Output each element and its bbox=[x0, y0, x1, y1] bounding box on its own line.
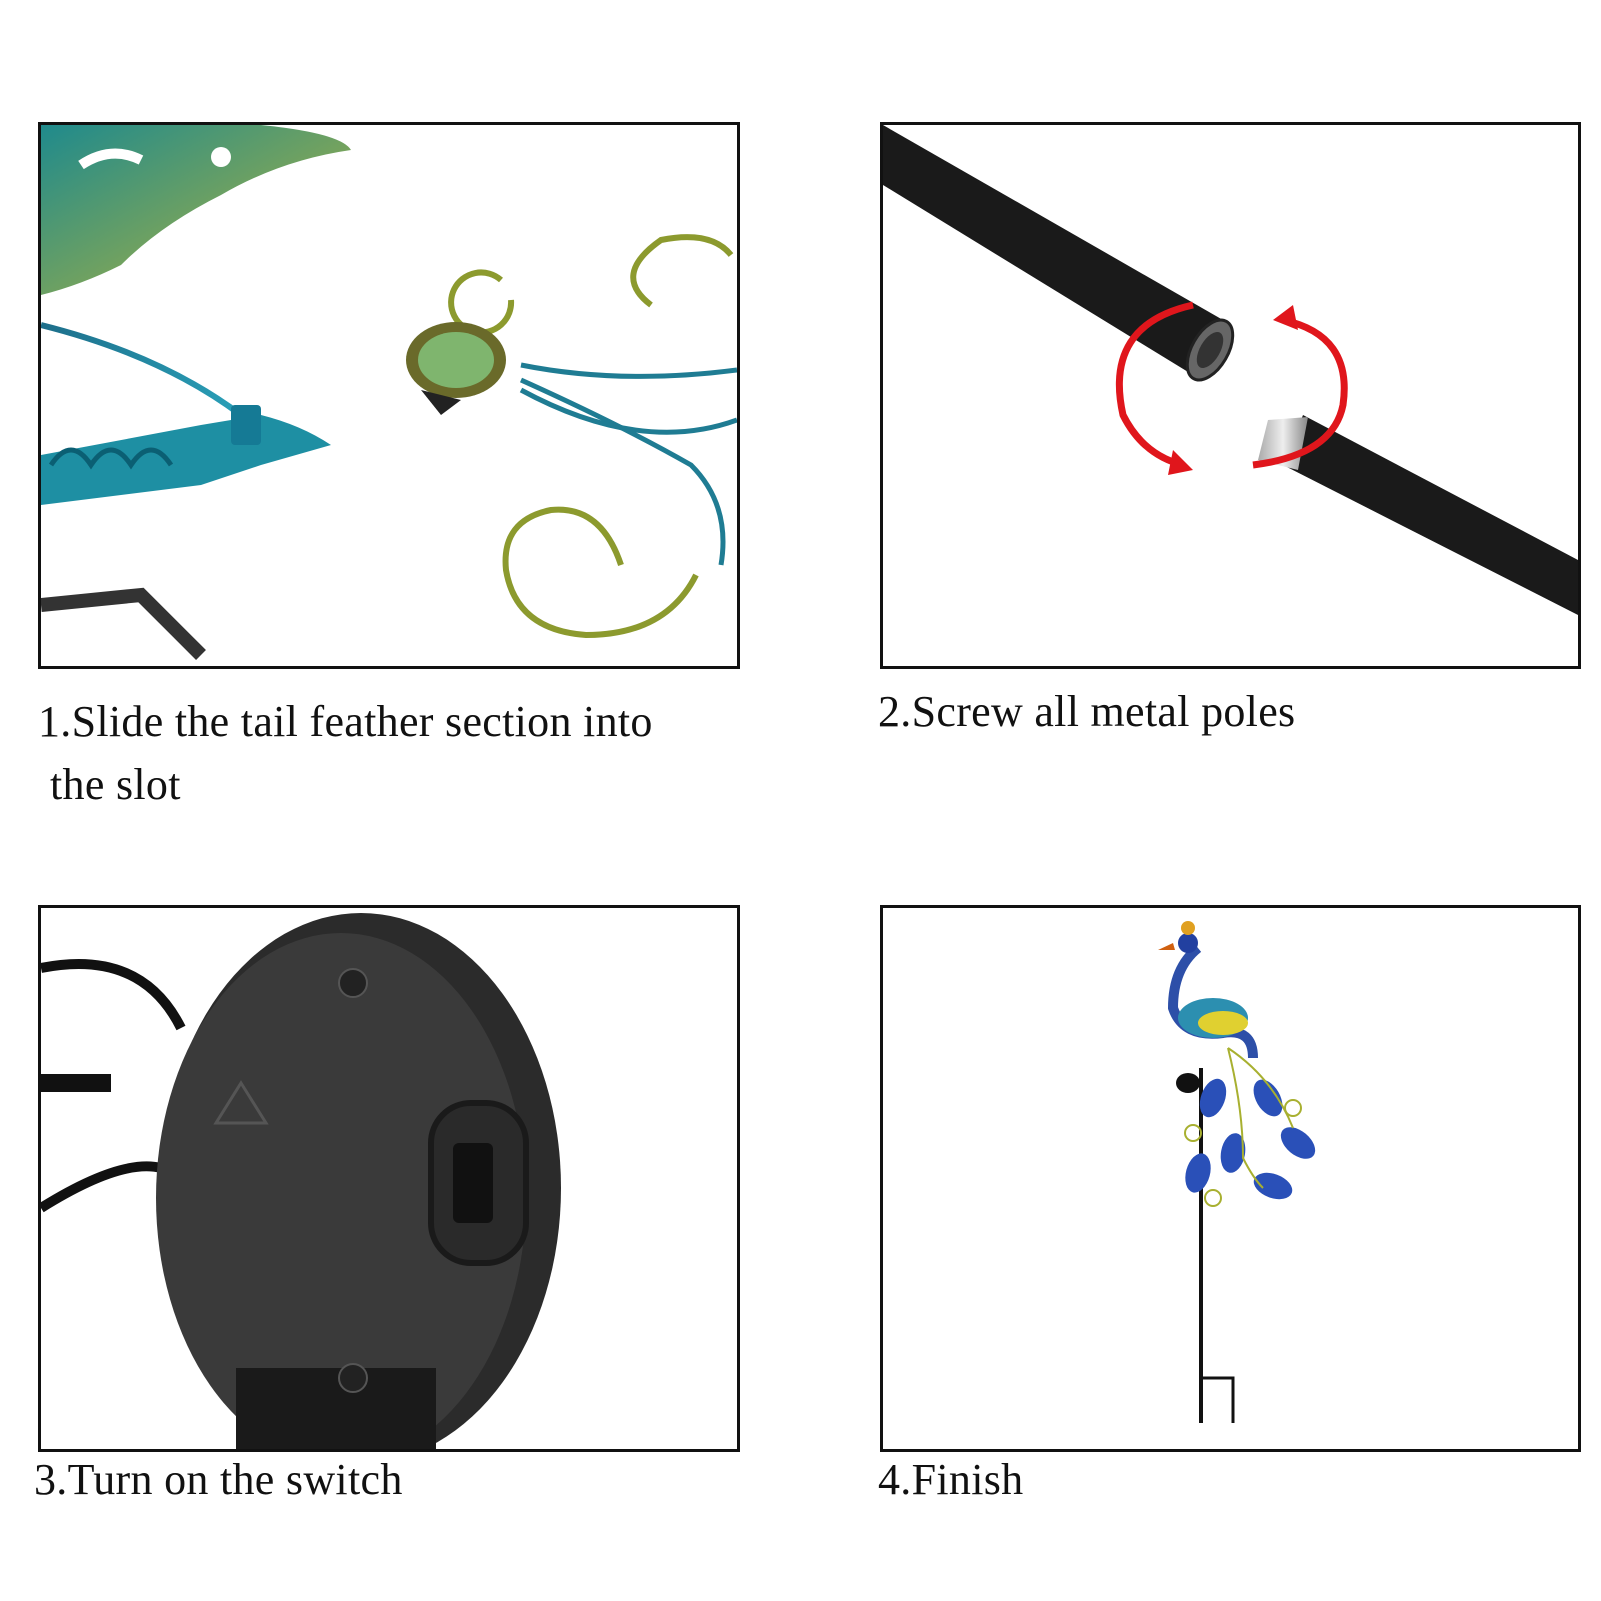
step-2-caption: 2.Screw all metal poles bbox=[878, 687, 1296, 736]
step-1-image bbox=[38, 122, 740, 669]
metal-poles-illustration bbox=[883, 125, 1578, 615]
tail-feather-slot-illustration bbox=[41, 125, 737, 660]
step-4-caption: 4.Finish bbox=[878, 1455, 1024, 1504]
step-1-caption: 1.Slide the tail feather section into th… bbox=[38, 690, 758, 816]
step-3-caption: 3.Turn on the switch bbox=[34, 1455, 403, 1504]
step-4-image bbox=[880, 905, 1581, 1452]
step-1-caption-line-2: the slot bbox=[50, 760, 181, 809]
step-1-caption-line-1: 1.Slide the tail feather section into bbox=[38, 697, 653, 746]
step-2-image bbox=[880, 122, 1581, 669]
solar-switch-illustration bbox=[41, 913, 561, 1449]
finished-peacock-stake-illustration bbox=[1158, 921, 1316, 1423]
step-3-image bbox=[38, 905, 740, 1452]
